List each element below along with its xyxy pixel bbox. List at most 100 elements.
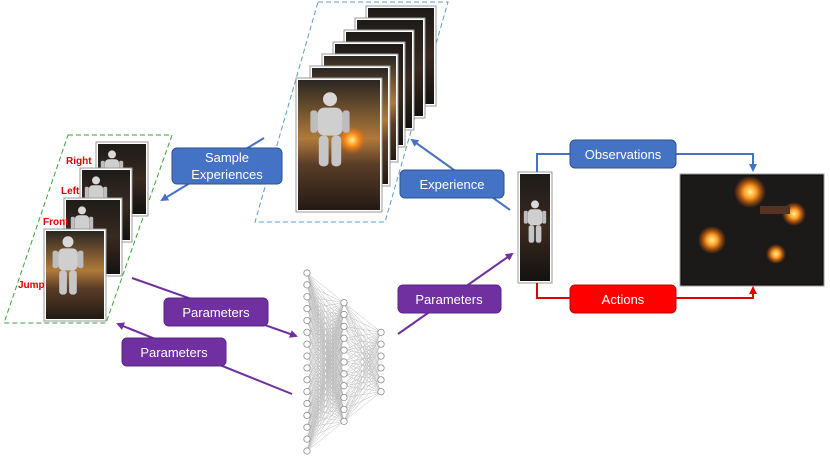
network-edge	[343, 332, 382, 422]
network-node	[303, 388, 311, 396]
network-edge	[343, 314, 382, 333]
parameters-right-label: Parameters	[415, 292, 483, 307]
network-node	[303, 447, 311, 455]
environment-image	[679, 173, 825, 287]
network-edge	[306, 302, 345, 404]
experience-box: Experience	[399, 169, 505, 199]
network-edge	[343, 302, 382, 333]
network-edge	[343, 332, 382, 339]
agent-image	[517, 171, 553, 284]
network-edge	[306, 302, 345, 369]
network-node	[377, 364, 385, 372]
network-edge	[306, 284, 345, 303]
network-edge	[343, 332, 382, 375]
network-edge	[306, 302, 345, 333]
network-node	[303, 376, 311, 384]
label-jump: Jump	[18, 280, 45, 291]
network-edge	[343, 355, 382, 422]
network-node	[303, 316, 311, 325]
sample-experiences-box: Sample Experiences	[171, 147, 283, 185]
network-edge	[306, 350, 345, 452]
network-edge	[306, 272, 345, 303]
network-edge	[306, 302, 345, 416]
network-edge	[343, 332, 382, 351]
network-node	[377, 376, 385, 384]
label-front: Front	[43, 217, 69, 228]
network-edge	[306, 338, 345, 452]
network-edge	[306, 409, 345, 452]
network-edge	[306, 421, 345, 452]
network-connections	[306, 272, 382, 452]
network-edge	[343, 332, 382, 398]
network-node	[377, 340, 385, 348]
network-edge	[306, 302, 345, 452]
network-node	[340, 358, 348, 366]
network-edge	[343, 379, 382, 422]
network-edge	[343, 391, 382, 422]
parameters-left-bottom-label: Parameters	[140, 345, 208, 360]
network-node	[377, 328, 385, 336]
network-node	[303, 304, 311, 313]
stacked-frames	[295, 5, 437, 213]
network-node	[377, 388, 385, 396]
network-edge	[306, 314, 345, 452]
parameters-box-left-top: Parameters	[163, 297, 269, 327]
network-node	[303, 352, 311, 360]
parameters-box-left-bottom: Parameters	[121, 337, 227, 367]
network-node	[303, 340, 311, 348]
observations-box: Observations	[569, 139, 677, 169]
network-edge	[306, 302, 345, 380]
experience-set: Right Left Front Jump	[3, 134, 173, 324]
network-node	[340, 393, 348, 402]
network-node	[303, 328, 311, 336]
neural-network	[303, 269, 385, 455]
network-node	[340, 370, 348, 378]
network-node	[340, 334, 348, 342]
network-node	[340, 322, 348, 330]
network-node	[340, 310, 348, 319]
label-right: Right	[66, 156, 92, 167]
network-node	[303, 269, 311, 277]
network-node	[340, 346, 348, 354]
network-node	[303, 399, 311, 408]
parameters-box-right: Parameters	[397, 284, 502, 314]
network-edge	[306, 302, 345, 392]
network-edge	[343, 367, 382, 422]
experience-stack	[254, 1, 449, 223]
network-edge	[306, 302, 345, 357]
network-node	[303, 293, 311, 301]
network-edge	[306, 302, 345, 428]
network-edge	[343, 344, 382, 422]
observations-label: Observations	[585, 147, 662, 162]
network-edge	[343, 332, 382, 410]
label-left: Left	[61, 186, 80, 197]
network-edge	[306, 397, 345, 452]
network-edge	[306, 385, 345, 452]
network-node	[303, 411, 311, 419]
network-node	[303, 281, 311, 289]
network-node	[340, 382, 348, 390]
network-edge	[306, 296, 345, 303]
network-node	[340, 417, 348, 425]
network-edge	[306, 361, 345, 452]
network-edge	[343, 326, 382, 333]
parameters-left-top-label: Parameters	[182, 305, 250, 320]
network-edge	[306, 373, 345, 452]
network-node	[303, 364, 311, 372]
actions-label: Actions	[602, 292, 645, 307]
network-edge	[306, 302, 345, 321]
network-node	[340, 405, 348, 414]
network-edge	[306, 302, 345, 345]
network-node	[303, 435, 311, 443]
actions-box: Actions	[569, 284, 677, 314]
experience-label: Experience	[419, 177, 484, 192]
network-edge	[343, 332, 382, 386]
network-edge	[343, 332, 382, 363]
sample-experiences-line2: Experiences	[191, 167, 263, 182]
network-node	[340, 299, 348, 307]
network-node	[303, 423, 311, 431]
sample-experiences-line1: Sample	[205, 150, 249, 165]
network-edge	[306, 302, 345, 309]
network-node	[377, 352, 385, 360]
